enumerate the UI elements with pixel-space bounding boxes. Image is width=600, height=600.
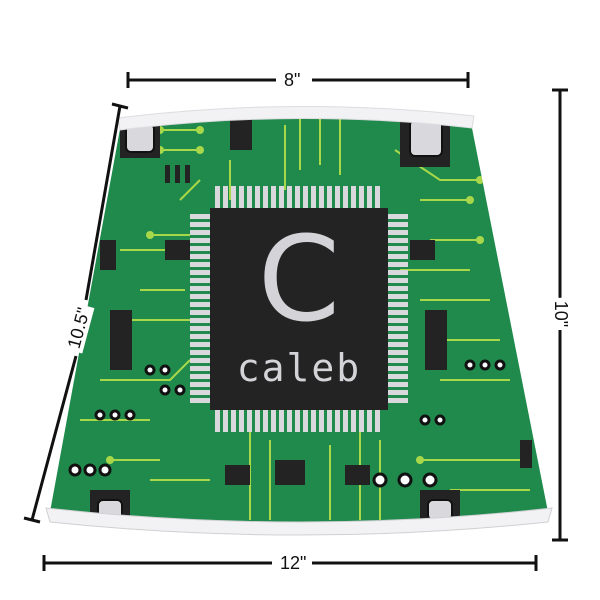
- bottom-width-label: 12": [277, 553, 310, 573]
- monogram-chip: C caleb: [210, 208, 388, 410]
- circuit-pattern: [50, 110, 548, 526]
- bottom-trim: [45, 507, 553, 536]
- dimension-lines: [23, 72, 568, 571]
- height-label: 10": [551, 297, 572, 331]
- top-width-label: 8": [281, 70, 304, 90]
- monogram-name: caleb: [236, 346, 362, 390]
- top-trim: [117, 105, 475, 131]
- monogram-initial: C: [257, 210, 341, 348]
- chip-pins: [190, 186, 408, 432]
